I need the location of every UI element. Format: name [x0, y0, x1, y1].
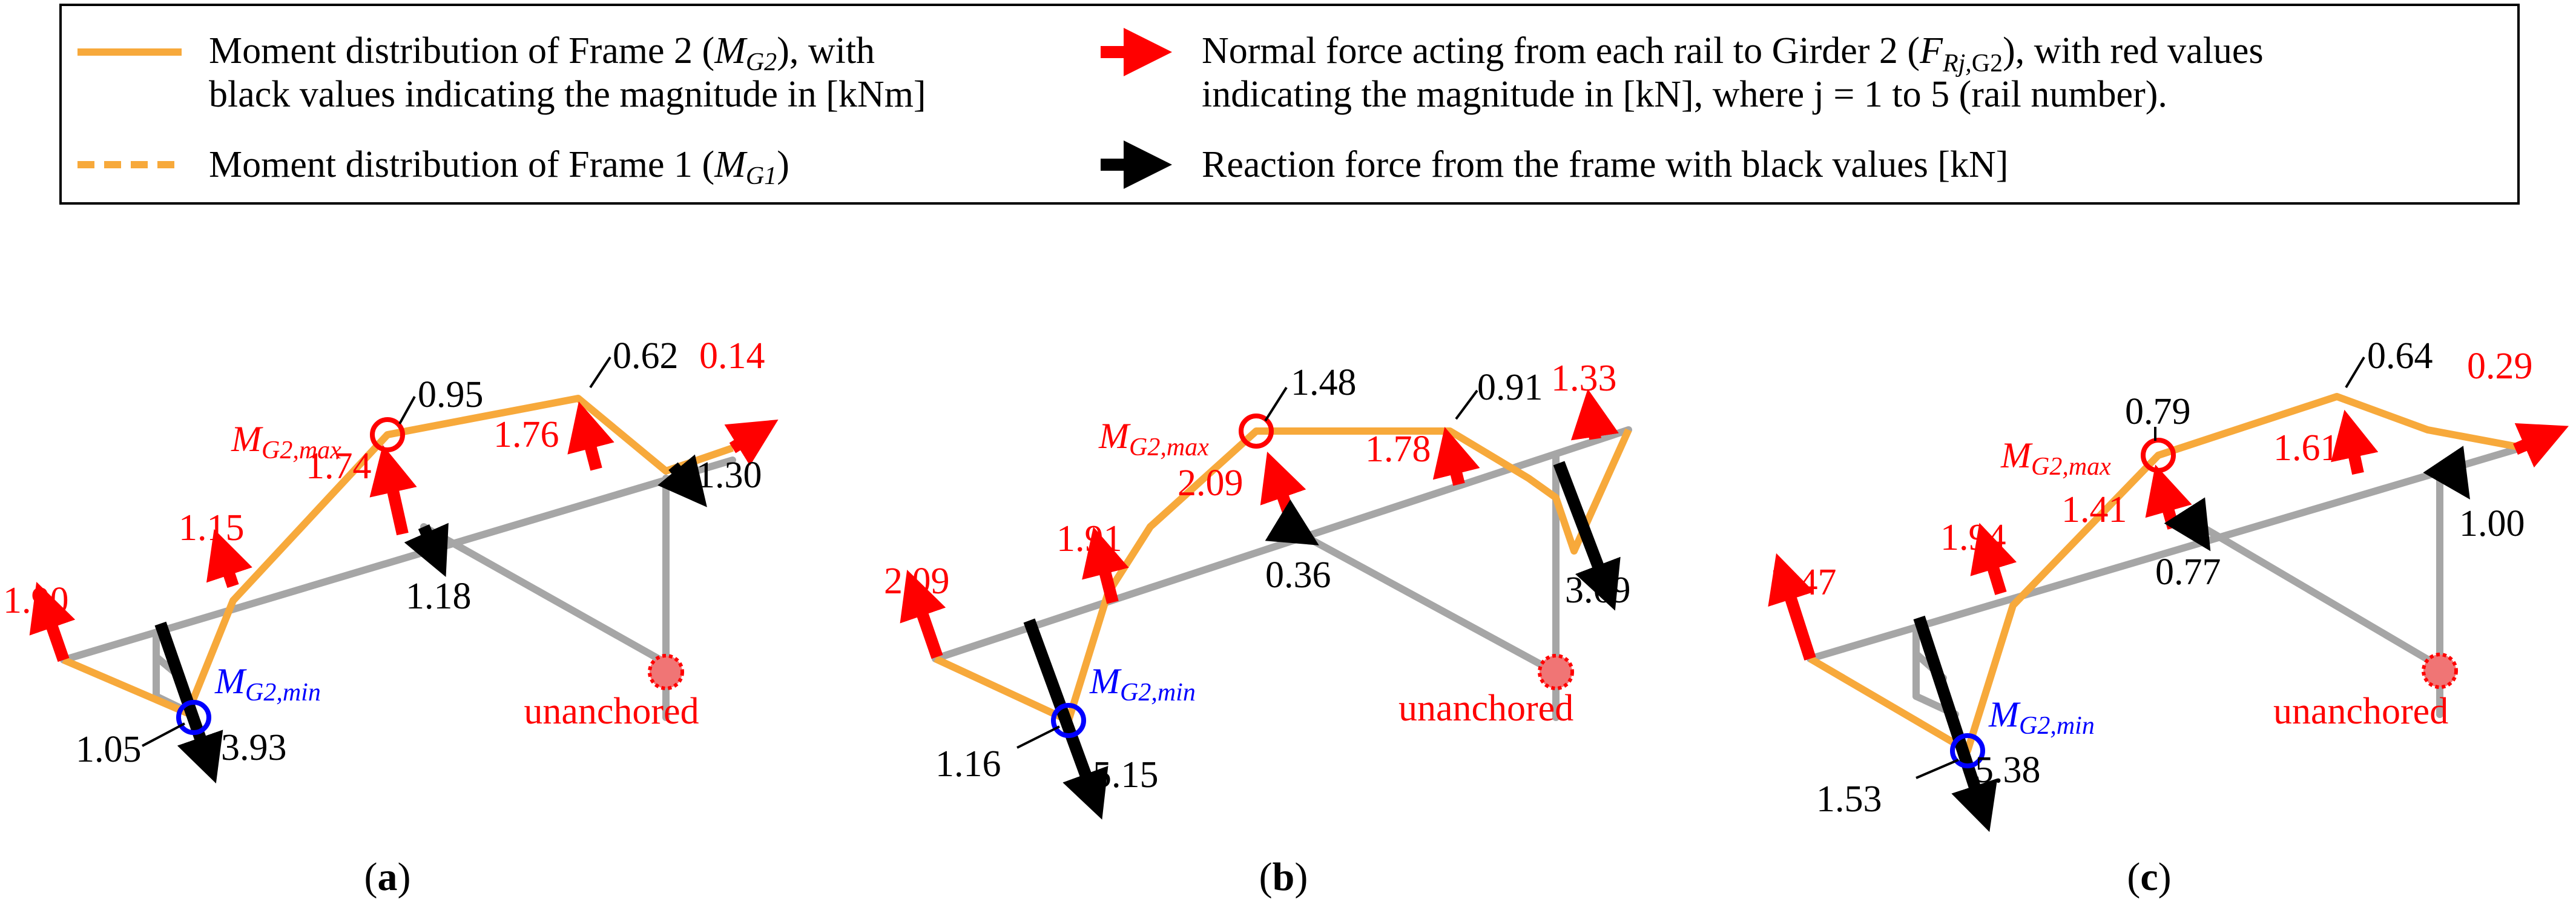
moment-label-peak2: 0.62 [613, 335, 679, 377]
moment-label-max: 0.79 [2125, 391, 2191, 432]
normal-force-label-3: 1.74 [306, 446, 372, 487]
normal-force-label-2: 1.15 [179, 507, 245, 549]
reaction-label-2: 1.18 [406, 576, 472, 617]
normal-force-label-5: 0.14 [699, 335, 765, 377]
normal-force-label-1: 2.47 [1771, 562, 1837, 603]
normal-force-label-4: 1.61 [2273, 427, 2339, 469]
moment-label-min: 1.53 [1816, 779, 1882, 820]
legend-moment-frame2-line2: black values indicating the magnitude in… [209, 74, 926, 115]
legend-moment-frame2-line1: Moment distribution of Frame 2 (MG2), wi… [209, 30, 875, 76]
max-moment-marker [1239, 414, 1274, 449]
legend-reaction-text: Reaction force from the frame with black… [1202, 144, 2008, 185]
normal-force-arrows [29, 401, 779, 662]
legend: Moment distribution of Frame 2 (MG2), wi… [59, 4, 2520, 205]
legend-normal-force-line2: indicating the magnitude in [kN], where … [1202, 74, 2167, 115]
max-moment-label: MG2,max [2000, 435, 2111, 481]
reaction-arrows [1913, 446, 2470, 832]
moment-label-peak2: 0.91 [1477, 367, 1543, 408]
max-moment-label: MG2,max [1098, 416, 1209, 461]
leader-lines [1016, 386, 1478, 749]
panel-b: unanchored 2.09 1.91 2.09 1.78 1.33 5.15… [884, 358, 1632, 899]
legend-normal-force-line1: Normal force acting from each rail to Gi… [1202, 30, 2264, 77]
min-moment-marker [1051, 703, 1086, 738]
normal-force-label-4: 1.78 [1365, 429, 1431, 470]
moment-label-min: 1.05 [76, 729, 142, 770]
reaction-label-3: 1.30 [696, 455, 762, 496]
moment-label-max: 1.48 [1291, 362, 1357, 403]
panel-c: unanchored 2.47 1.94 1.41 1.61 0.29 5.38… [1768, 335, 2569, 899]
moment-label-min: 1.16 [935, 743, 1001, 785]
reaction-arrows [154, 454, 707, 784]
normal-force-label-5: 1.33 [1551, 358, 1617, 399]
normal-force-label-1: 1.90 [3, 580, 69, 621]
unanchored-label: unanchored [1398, 688, 1573, 729]
max-moment-marker [370, 417, 405, 452]
normal-force-label-2: 1.94 [1940, 517, 2006, 558]
panel-a: unanchored 1.90 1.15 1.74 1.76 0.14 3.93… [3, 335, 779, 899]
reaction-label-3: 1.00 [2459, 503, 2525, 544]
panel-caption: (b) [1259, 855, 1308, 899]
moment-label-max: 0.95 [418, 374, 484, 415]
panel-caption: (a) [364, 855, 411, 899]
unanchored-support-marker [1538, 654, 1574, 690]
normal-force-label-3: 1.41 [2061, 489, 2127, 530]
min-moment-label: MG2,min [1089, 661, 1196, 707]
normal-force-label-4: 1.76 [493, 414, 559, 455]
normal-force-label-5: 0.29 [2467, 346, 2533, 387]
normal-force-label-3: 2.09 [1178, 463, 1244, 504]
unanchored-label: unanchored [2273, 691, 2448, 732]
max-moment-marker [2141, 438, 2176, 473]
unanchored-label: unanchored [524, 691, 699, 732]
max-moment-label: MG2,max [231, 419, 341, 464]
unanchored-support-marker [648, 654, 684, 690]
legend-box [59, 4, 2520, 205]
reaction-label-2: 0.77 [2155, 552, 2221, 593]
moment-label-peak2: 0.64 [2367, 335, 2433, 377]
leader-lines [142, 356, 611, 747]
reaction-arrows [1023, 461, 1621, 820]
min-moment-label: MG2,min [1988, 694, 2095, 740]
min-moment-marker [1950, 733, 1985, 768]
normal-force-arrows [1768, 409, 2569, 661]
unanchored-support-marker [2422, 653, 2458, 689]
reaction-label-1: 3.93 [221, 727, 287, 768]
reaction-label-1: 5.15 [1093, 754, 1159, 796]
legend-moment-frame1-text: Moment distribution of Frame 1 (MG1) [209, 144, 789, 190]
reaction-label-2: 0.36 [1265, 555, 1331, 596]
moment-curve [1808, 393, 2542, 754]
min-moment-marker [176, 700, 211, 735]
min-moment-label: MG2,min [214, 661, 321, 707]
reaction-label-1: 5.38 [1975, 750, 2041, 791]
leader-lines [1916, 356, 2365, 779]
moment-curve [934, 427, 1632, 724]
panel-caption: (c) [2127, 855, 2171, 899]
reaction-label-3: 3.69 [1565, 570, 1631, 611]
normal-force-label-2: 1.91 [1056, 518, 1122, 559]
normal-force-label-1: 2.09 [884, 561, 950, 602]
